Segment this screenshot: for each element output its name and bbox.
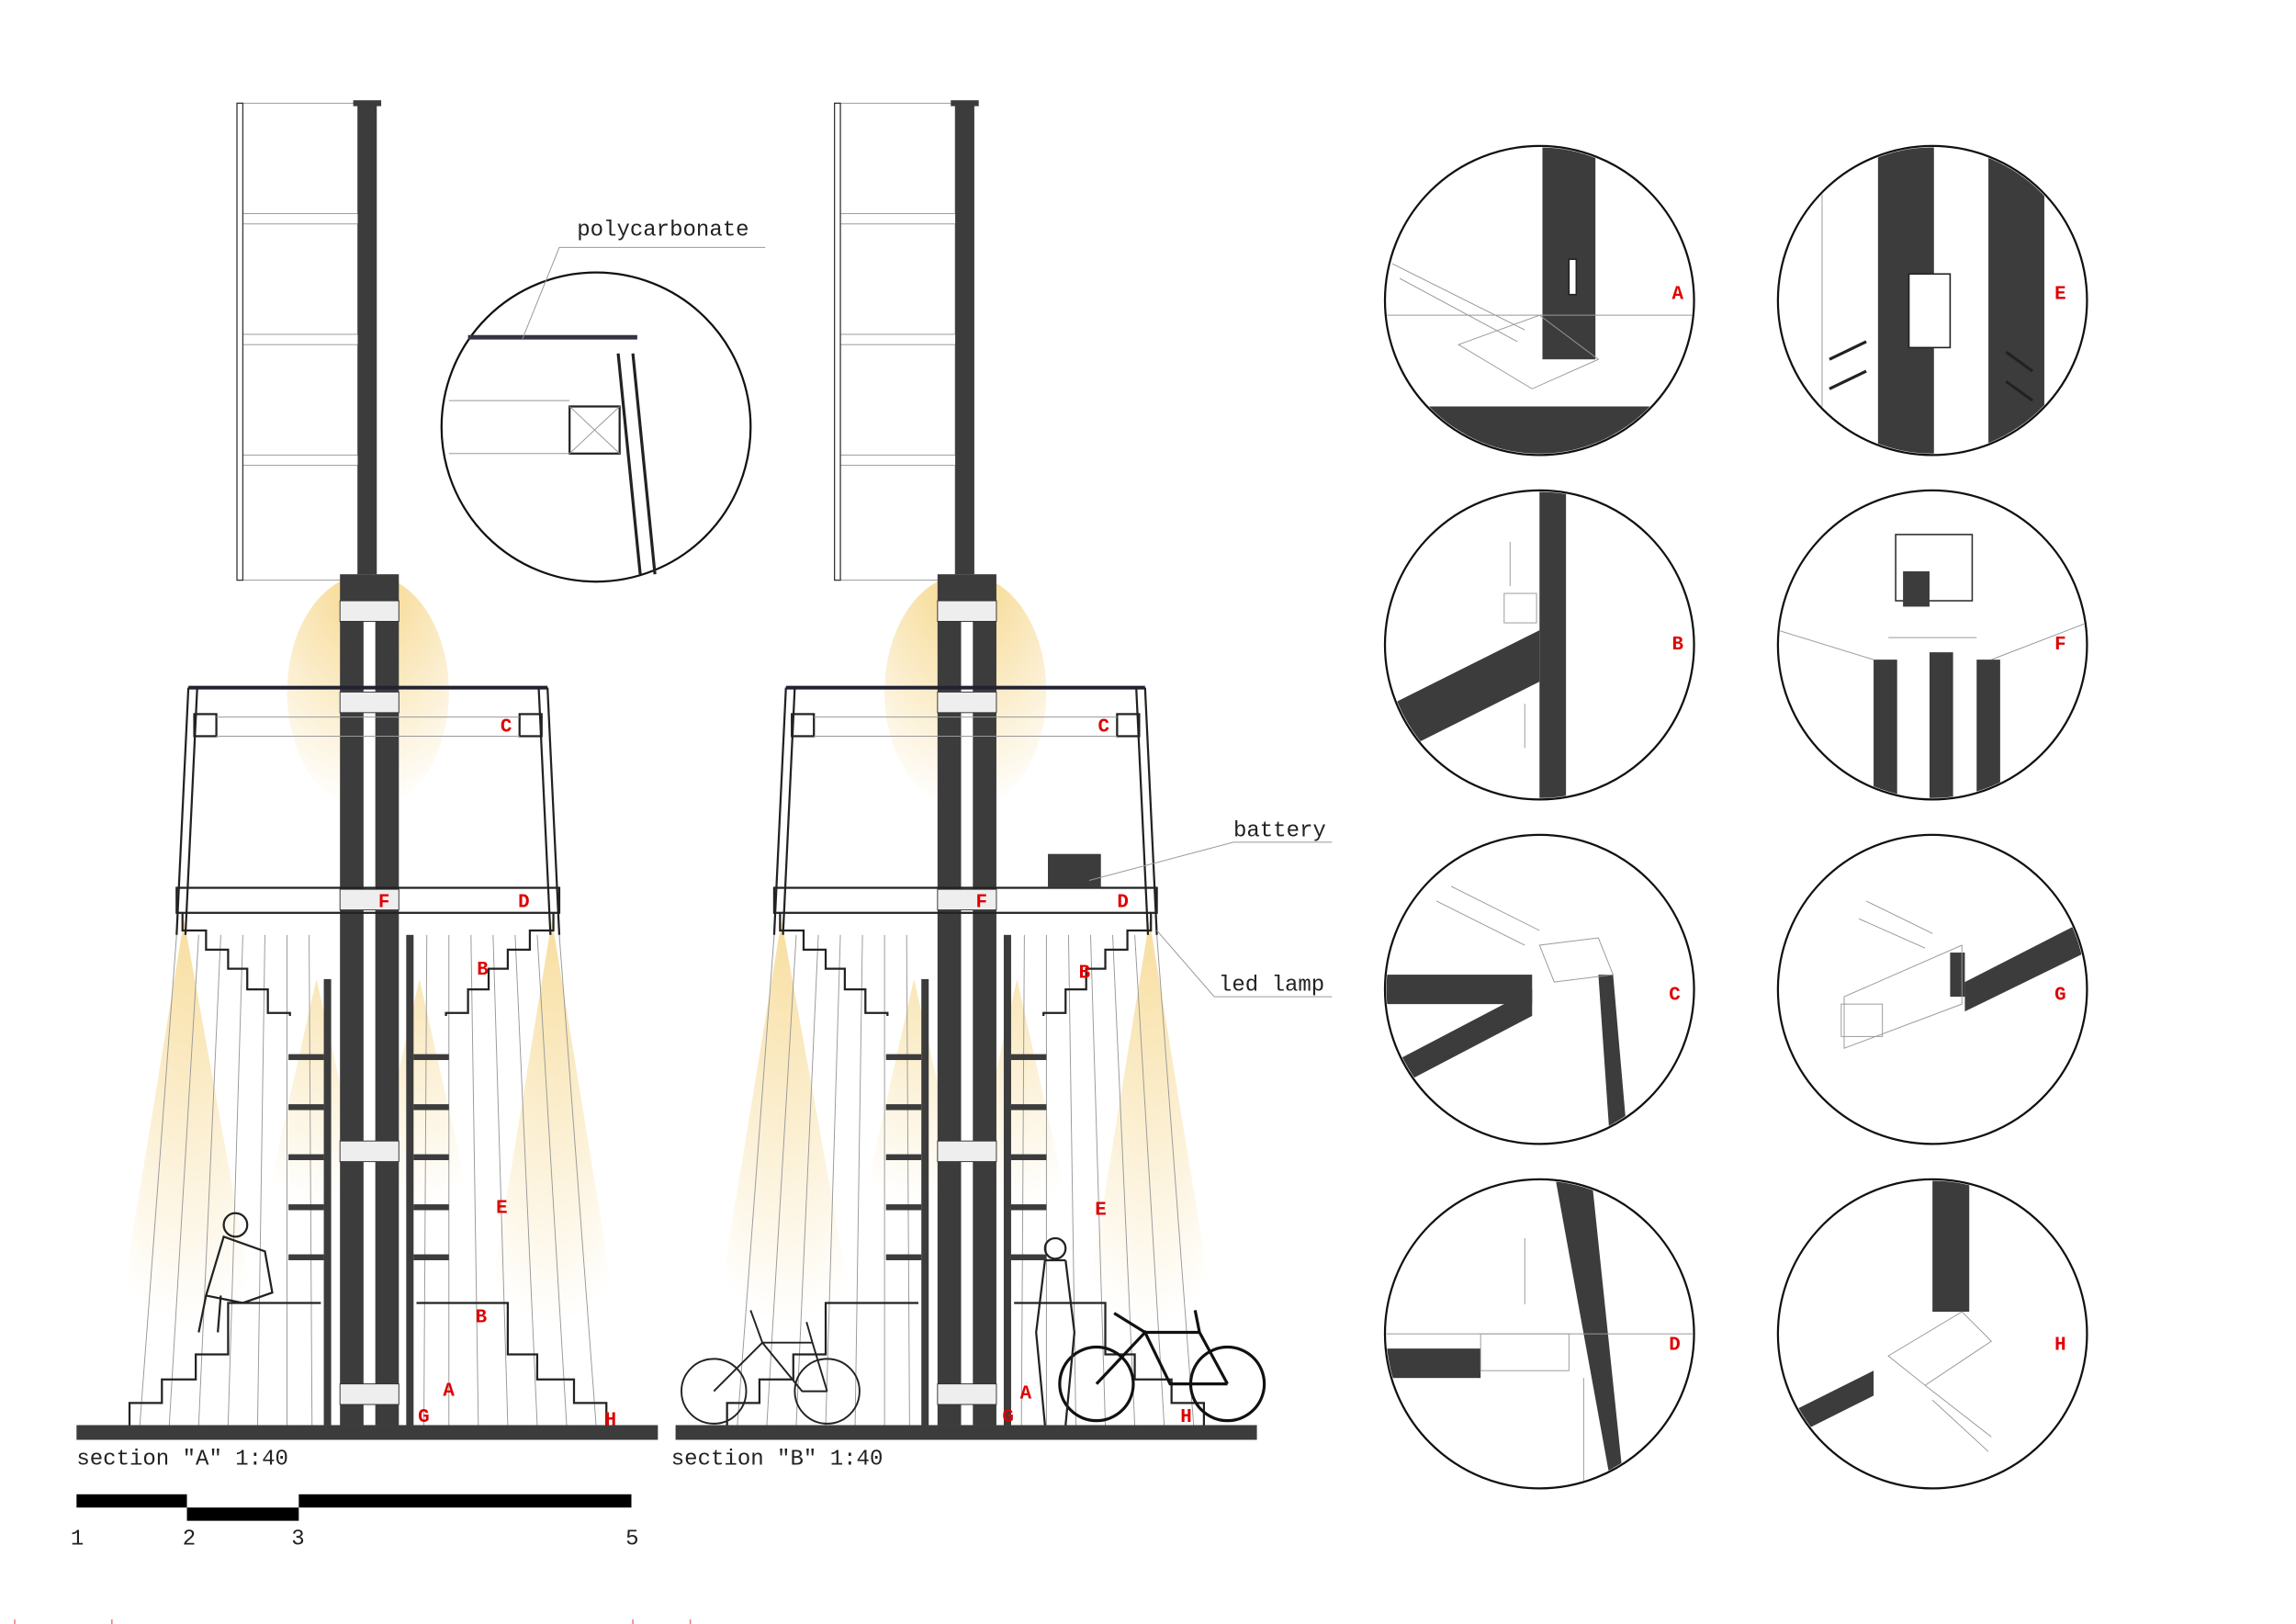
marker-f: F [976,892,988,913]
section-a-drawing: C F D B E B A G H section "A" 1:40 [76,100,658,1472]
detail-c: C [1383,833,1695,1145]
marker-b: B [1079,963,1091,984]
scale-tick-3: 3 [291,1527,304,1551]
led-lamp-label: led lamp [1219,974,1324,998]
detail-label: A [1672,285,1684,306]
section-a-title: section "A" 1:40 [76,1448,288,1472]
seated-person-figure [197,1212,274,1333]
marker-a: A [443,1381,455,1402]
detail-label: E [2054,285,2066,306]
marker-h: H [605,1410,617,1431]
marker-d: D [1117,892,1129,913]
ground-slab [675,1425,1257,1440]
detail-e: E [1776,144,2088,457]
battery-box [1048,853,1101,888]
detail-a: A [1383,144,1695,457]
detail-f: F [1776,489,2088,801]
detail-label: D [1669,1336,1681,1357]
ground-slab [76,1425,658,1440]
detail-label: C [1669,985,1681,1006]
bicycle-right [1058,1310,1266,1423]
polycarbonate-detail: polycarbonate [440,219,766,583]
marker-b: B [477,960,489,981]
battery-label: battery [1233,818,1326,843]
detail-label: B [1672,635,1684,656]
marker-f: F [378,892,389,913]
standing-person-figure [1035,1236,1076,1426]
marker-d: D [518,892,530,913]
scale-tick-2: 2 [183,1527,196,1551]
bicycle-left [681,1310,861,1425]
detail-label: F [2054,635,2066,656]
polycarbonate-label: polycarbonate [577,219,748,243]
marker-b: B [476,1307,488,1328]
scale-bar: 1 2 3 5 [14,1494,692,1624]
section-b-title: section "B" 1:40 [671,1448,884,1472]
marker-g: G [1002,1407,1014,1428]
scale-tick-5: 5 [625,1527,638,1551]
detail-b: B [1383,489,1695,801]
detail-label: H [2054,1336,2066,1357]
marker-e: E [1095,1200,1107,1221]
marker-a: A [1020,1384,1032,1405]
detail-g: G [1776,833,2088,1145]
marker-g: G [418,1407,429,1428]
marker-h: H [1180,1407,1191,1428]
marker-c: C [501,717,512,739]
scale-tick-1: 1 [71,1527,84,1551]
detail-h: H [1776,1178,2088,1490]
section-b-drawing: battery led lamp C F D B E A G H section… [671,100,1333,1472]
detail-d: D [1383,1178,1695,1490]
detail-label: G [2054,985,2066,1006]
marker-e: E [496,1199,508,1220]
marker-c: C [1098,717,1110,739]
